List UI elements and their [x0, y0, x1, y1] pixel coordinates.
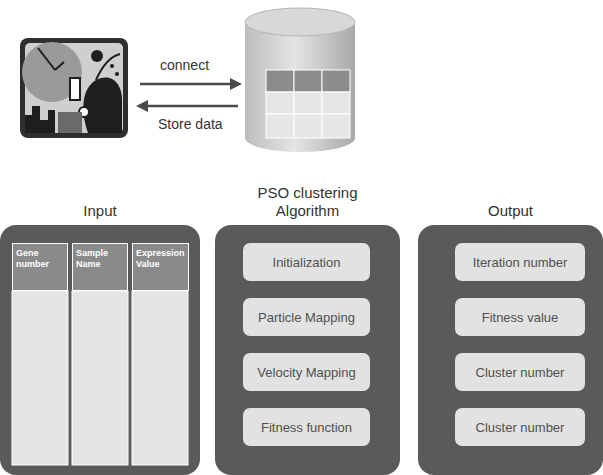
box-label: Fitness function [261, 420, 352, 435]
process-box: Velocity Mapping [243, 353, 370, 391]
database-cylinder [245, 8, 355, 152]
output-panel: OutputIteration numberFitness valueClust… [418, 225, 603, 475]
table-header-cell: Gene number [12, 243, 68, 291]
scientist-illustration [20, 38, 128, 138]
column-header: Expression Value [136, 248, 185, 270]
arrow-label: connect [158, 57, 211, 73]
box-label: Fitness value [482, 310, 559, 325]
column-header: Sample Name [76, 248, 124, 270]
panel-heading: PSO clustering Algorithm [237, 184, 378, 220]
output-box: Cluster number [455, 353, 585, 391]
box-label: Cluster number [476, 365, 565, 380]
arrow-label: Store data [156, 116, 225, 132]
process-box: Particle Mapping [243, 298, 370, 336]
process-box: Fitness function [243, 408, 370, 446]
process-box: Initialization [243, 243, 370, 281]
box-label: Particle Mapping [258, 310, 355, 325]
output-box: Iteration number [455, 243, 585, 281]
box-label: Cluster number [476, 420, 565, 435]
box-label: Iteration number [473, 255, 568, 270]
box-label: Velocity Mapping [257, 365, 355, 380]
input-panel: InputGene numberSample NameExpression Va… [0, 225, 200, 475]
connect-arrow [140, 78, 242, 90]
column-header: Gene number [16, 248, 64, 270]
output-box: Cluster number [455, 408, 585, 446]
panel-heading: Output [418, 202, 603, 220]
table-header-cell: Expression Value [132, 243, 189, 291]
algorithm-panel: PSO clustering AlgorithmInitializationPa… [215, 225, 400, 475]
table-header-cell: Sample Name [72, 243, 128, 291]
store-arrow [136, 100, 238, 112]
output-box: Fitness value [455, 298, 585, 336]
box-label: Initialization [273, 255, 341, 270]
panel-heading: Input [0, 202, 200, 220]
